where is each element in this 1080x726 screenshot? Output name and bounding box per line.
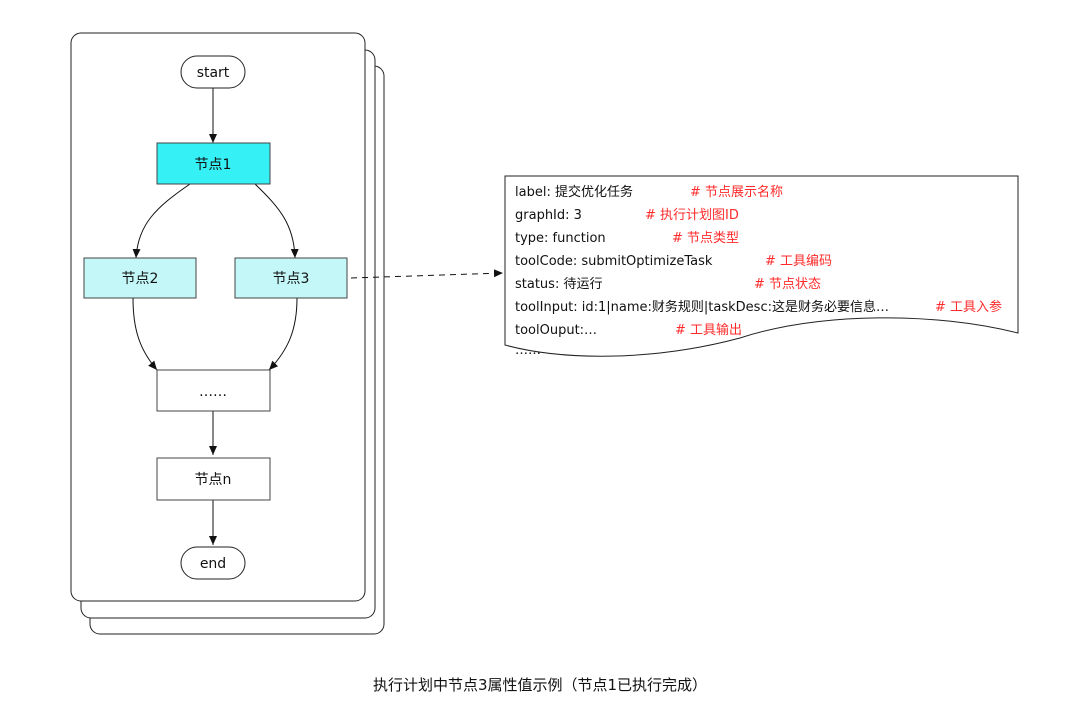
prop-toolinput: toolInput: id:1|name:财务规则|taskDesc:这是财务必… xyxy=(515,299,889,315)
edge-node3-ellipsis xyxy=(268,297,298,371)
property-panel xyxy=(504,175,1019,357)
edge-node1-node3 xyxy=(254,183,299,259)
node-3-label: 节点3 xyxy=(273,271,310,287)
prop-toolcode-comment: # 工具编码 xyxy=(765,254,832,269)
prop-more: …… xyxy=(515,343,541,358)
node-end-label: end xyxy=(200,556,226,572)
node-n: 节点n xyxy=(156,457,271,501)
edge-node1-node2 xyxy=(132,183,191,259)
figure-caption: 执行计划中节点3属性值示例（节点1已执行完成） xyxy=(373,676,707,694)
node-ellipsis: …… xyxy=(156,369,271,412)
node-n-label: 节点n xyxy=(195,472,232,488)
prop-graphid: graphId: 3 xyxy=(515,208,582,223)
node-3: 节点3 xyxy=(234,257,348,299)
property-list: label: 提交优化任务 # 节点展示名称 graphId: 3 # 执行计划… xyxy=(515,184,1002,358)
prop-tooloutput: toolOuput:… xyxy=(515,323,597,338)
prop-label-comment: # 节点展示名称 xyxy=(690,184,783,200)
node-start: start xyxy=(180,55,246,89)
prop-toolcode: toolCode: submitOptimizeTask xyxy=(515,254,713,269)
prop-status-comment: # 节点状态 xyxy=(754,277,821,292)
edge-node2-ellipsis xyxy=(132,297,158,371)
prop-toolinput-comment: # 工具入参 xyxy=(935,299,1002,315)
node-ellipsis-label: …… xyxy=(199,384,227,400)
execution-plan-container xyxy=(70,32,366,602)
node-1-label: 节点1 xyxy=(195,157,232,173)
prop-type: type: function xyxy=(515,231,606,246)
property-connector xyxy=(350,269,504,279)
node-start-label: start xyxy=(197,65,230,81)
node-1: 节点1 xyxy=(156,142,271,185)
prop-status: status: 待运行 xyxy=(515,277,602,292)
node-end: end xyxy=(180,546,246,580)
node-2: 节点2 xyxy=(83,257,197,299)
node-2-label: 节点2 xyxy=(122,271,159,287)
prop-graphid-comment: # 执行计划图ID xyxy=(645,208,739,223)
prop-tooloutput-comment: # 工具输出 xyxy=(675,322,742,338)
prop-type-comment: # 节点类型 xyxy=(672,231,739,246)
prop-label: label: 提交优化任务 xyxy=(515,184,633,200)
